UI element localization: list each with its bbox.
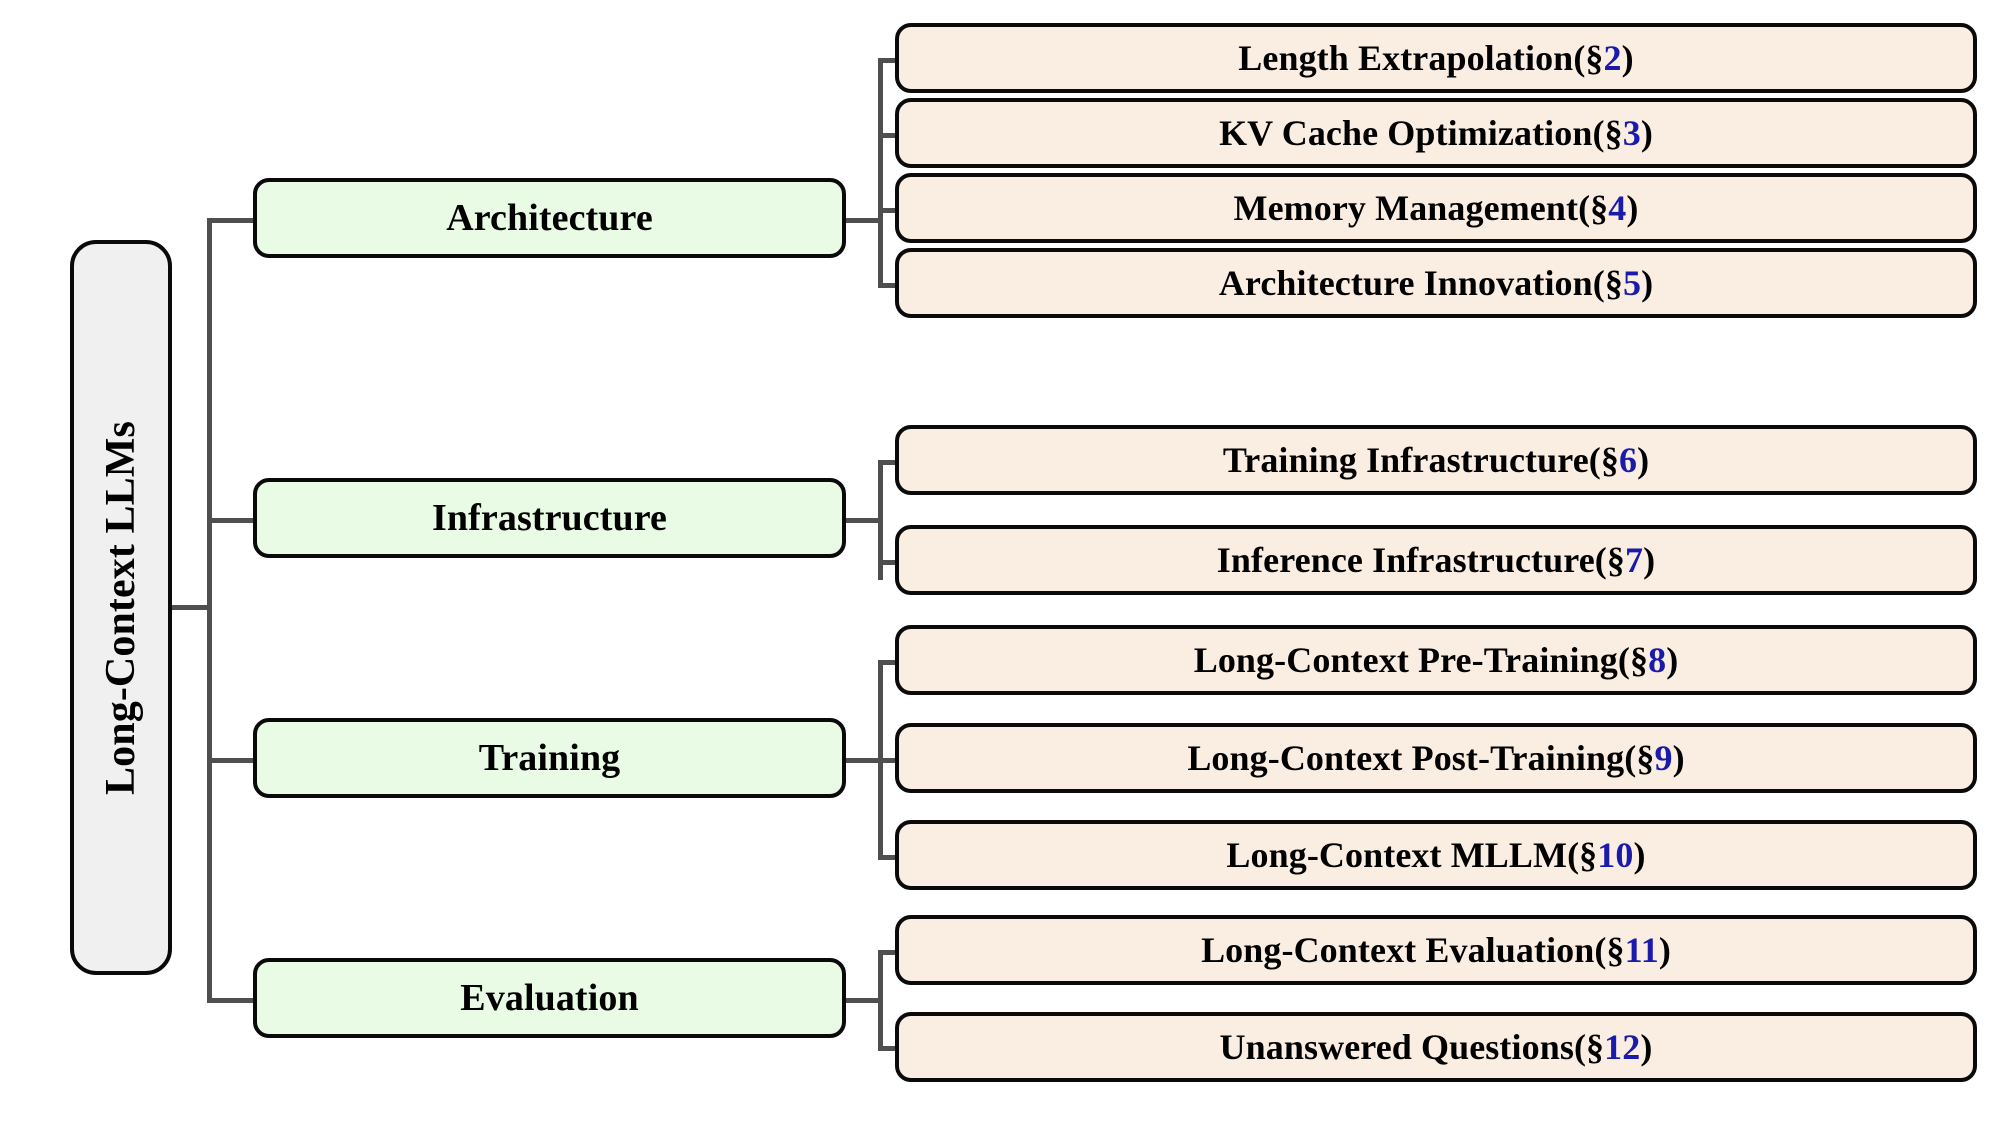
leaf-node-inference-infrastructure[interactable]: Inference Infrastructure(§7)	[895, 525, 1977, 595]
leaf-section-number: 9	[1654, 738, 1673, 778]
leaf-node-long-context-mllm[interactable]: Long-Context MLLM(§10)	[895, 820, 1977, 890]
leaf-section-number: 6	[1618, 440, 1638, 480]
leaf-label: Long-Context Post-Training	[1187, 738, 1625, 778]
leaf-section-number: 8	[1648, 640, 1667, 680]
connector-arm-training	[207, 758, 257, 763]
leaf-section-open: (§	[1617, 640, 1649, 680]
connector-training-stem	[842, 758, 882, 763]
connector-architecture-leaf-1	[878, 58, 902, 63]
connector-training-leaf-1	[878, 660, 902, 665]
connector-architecture-leaf-3	[878, 208, 902, 213]
connector-evaluation-spine	[878, 950, 883, 1050]
connector-training-leaf-2	[878, 758, 902, 763]
connector-training-leaf-3	[878, 855, 902, 860]
connector-architecture-leaf-4	[878, 283, 902, 288]
leaf-node-training-infrastructure[interactable]: Training Infrastructure(§6)	[895, 425, 1977, 495]
leaf-label: Architecture Innovation	[1218, 263, 1593, 303]
connector-infrastructure-spine	[878, 460, 883, 580]
leaf-node-memory-management[interactable]: Memory Management(§4)	[895, 173, 1977, 243]
leaf-section-open: (§	[1578, 188, 1609, 228]
leaf-section-open: (§	[1592, 263, 1623, 303]
category-node-architecture[interactable]: Architecture	[253, 178, 846, 258]
leaf-section-close: )	[1626, 188, 1639, 228]
leaf-label: KV Cache Optimization	[1219, 113, 1593, 153]
leaf-section-close: )	[1643, 540, 1656, 580]
root-node-label: Long-Context LLMs	[98, 420, 145, 795]
leaf-section-number: 10	[1597, 835, 1634, 875]
category-label: Training	[478, 737, 621, 779]
connector-evaluation-stem	[842, 998, 882, 1003]
leaf-section-close: )	[1637, 440, 1650, 480]
leaf-section-close: )	[1640, 1027, 1653, 1067]
leaf-section-close: )	[1641, 263, 1654, 303]
connector-infrastructure-stem	[842, 518, 882, 523]
leaf-section-close: )	[1640, 113, 1653, 153]
leaf-node-architecture-innovation[interactable]: Architecture Innovation(§5)	[895, 248, 1977, 318]
leaf-section-open: (§	[1567, 835, 1598, 875]
leaf-node-kv-cache-optimization[interactable]: KV Cache Optimization(§3)	[895, 98, 1977, 168]
connector-arm-evaluation	[207, 998, 257, 1003]
leaf-label: Memory Management	[1233, 188, 1579, 228]
leaf-section-number: 11	[1624, 930, 1659, 970]
connector-infrastructure-leaf-1	[878, 460, 902, 465]
leaf-node-long-context-pre-training[interactable]: Long-Context Pre-Training(§8)	[895, 625, 1977, 695]
leaf-section-open: (§	[1573, 1027, 1605, 1067]
leaf-label: Long-Context MLLM	[1226, 835, 1568, 875]
leaf-section-number: 2	[1603, 38, 1622, 78]
connector-root-spine	[207, 218, 212, 1001]
connector-architecture-spine	[878, 58, 883, 283]
leaf-node-length-extrapolation[interactable]: Length Extrapolation(§2)	[895, 23, 1977, 93]
leaf-section-number: 5	[1622, 263, 1642, 303]
category-node-evaluation[interactable]: Evaluation	[253, 958, 846, 1038]
root-node-long-context-llms[interactable]: Long-Context LLMs	[70, 240, 172, 975]
leaf-section-open: (§	[1594, 930, 1625, 970]
leaf-section-open: (§	[1624, 738, 1655, 778]
leaf-section-open: (§	[1588, 440, 1619, 480]
leaf-section-close: )	[1666, 640, 1679, 680]
leaf-section-close: )	[1658, 930, 1671, 970]
connector-infrastructure-leaf-2	[878, 560, 902, 565]
category-label: Infrastructure	[432, 497, 667, 539]
leaf-label: Inference Infrastructure	[1216, 540, 1595, 580]
leaf-section-number: 3	[1622, 113, 1641, 153]
category-node-infrastructure[interactable]: Infrastructure	[253, 478, 846, 558]
leaf-node-long-context-post-training[interactable]: Long-Context Post-Training(§9)	[895, 723, 1977, 793]
connector-architecture-stem	[842, 218, 882, 223]
leaf-section-open: (§	[1594, 540, 1625, 580]
connector-arm-architecture	[207, 218, 257, 223]
leaf-section-open: (§	[1573, 38, 1604, 78]
leaf-section-number: 4	[1608, 188, 1627, 228]
leaf-section-close: )	[1672, 738, 1685, 778]
connector-evaluation-leaf-1	[878, 950, 902, 955]
leaf-label: Length Extrapolation	[1238, 38, 1574, 78]
connector-training-spine	[878, 660, 883, 855]
category-node-training[interactable]: Training	[253, 718, 846, 798]
leaf-node-long-context-evaluation[interactable]: Long-Context Evaluation(§11)	[895, 915, 1977, 985]
leaf-section-number: 7	[1624, 540, 1644, 580]
category-label: Evaluation	[460, 977, 639, 1019]
leaf-label: Long-Context Evaluation	[1201, 930, 1595, 970]
connector-evaluation-leaf-2	[878, 1046, 902, 1051]
leaf-section-number: 12	[1604, 1027, 1641, 1067]
leaf-label: Unanswered Questions	[1219, 1027, 1574, 1067]
leaf-node-unanswered-questions[interactable]: Unanswered Questions(§12)	[895, 1012, 1977, 1082]
leaf-section-close: )	[1633, 835, 1646, 875]
leaf-label: Long-Context Pre-Training	[1193, 640, 1618, 680]
connector-root-stem	[168, 605, 210, 610]
connector-arm-infrastructure	[207, 518, 257, 523]
category-label: Architecture	[446, 197, 653, 239]
connector-architecture-leaf-2	[878, 133, 902, 138]
leaf-section-close: )	[1621, 38, 1634, 78]
leaf-label: Training Infrastructure	[1222, 440, 1589, 480]
leaf-section-open: (§	[1592, 113, 1623, 153]
